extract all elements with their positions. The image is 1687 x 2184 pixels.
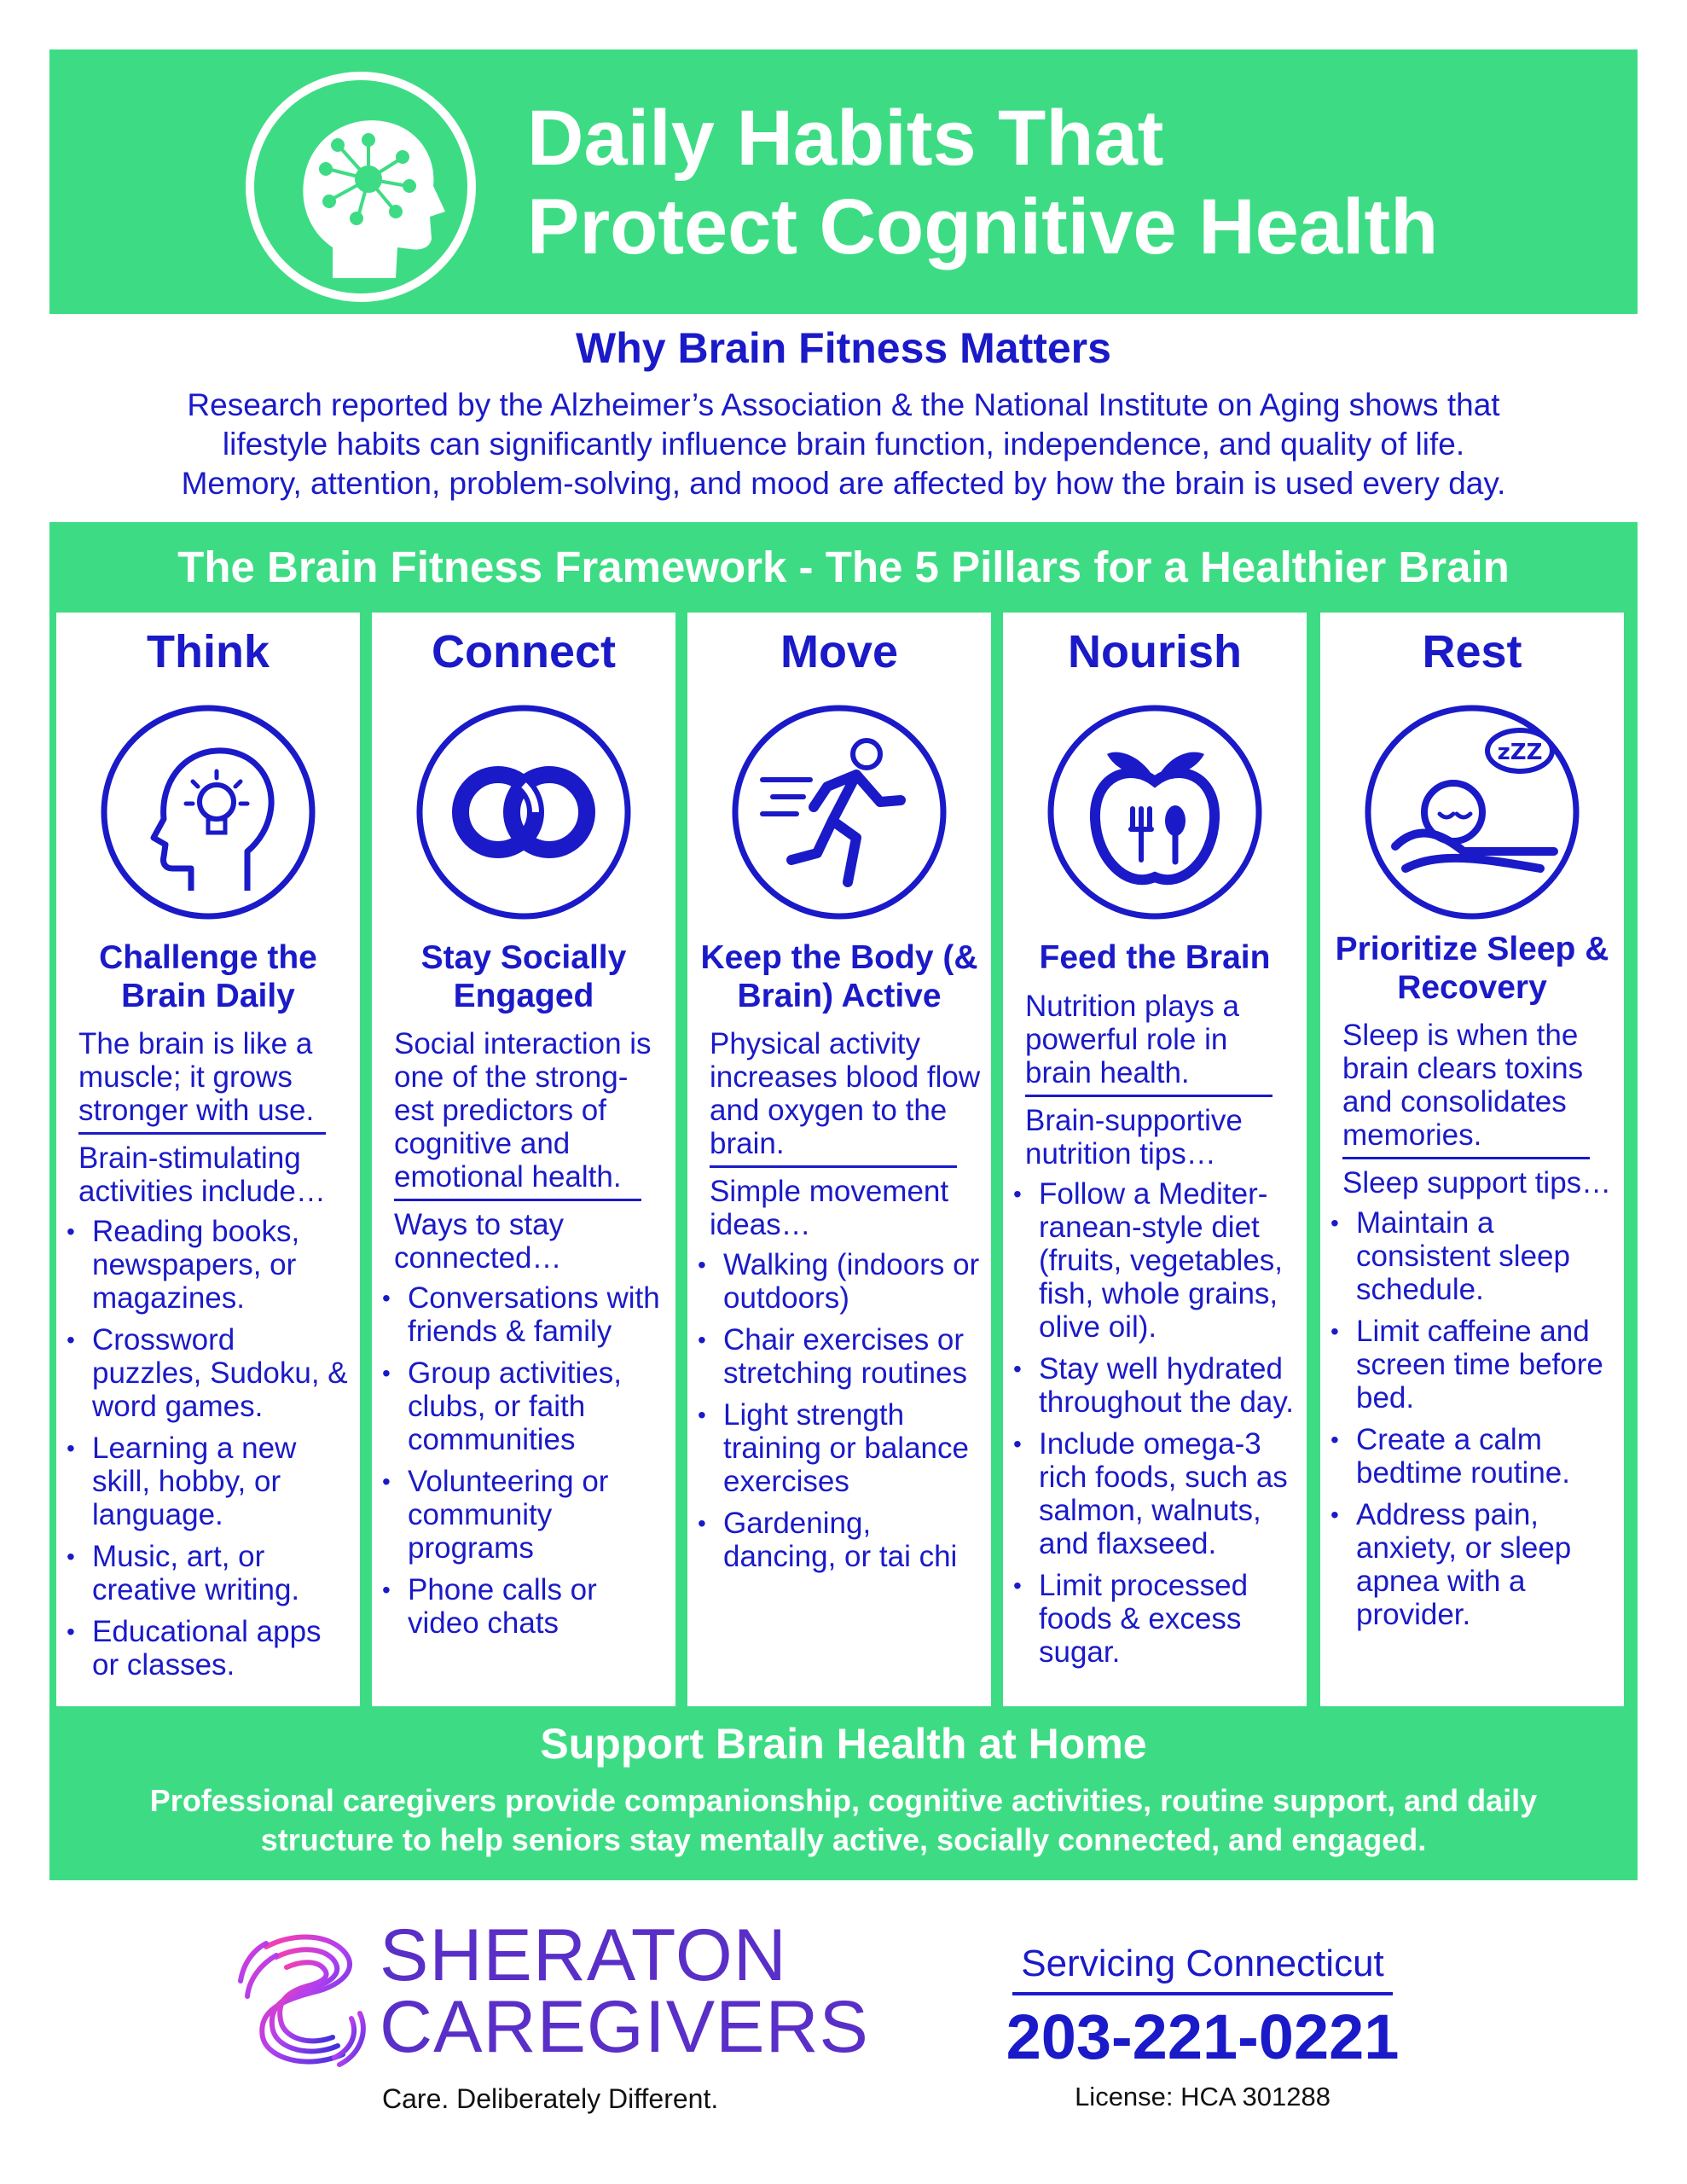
divider: [394, 1199, 641, 1201]
pillar-intro: Nutrition plays a powerful role in brain…: [1025, 990, 1239, 1089]
license-text: License: HCA 301288: [1075, 2082, 1330, 2111]
pillar-body: Nutrition plays a powerful role in brain…: [1013, 990, 1298, 1677]
list-item: Crossword puzzles, Sudoku, & word games.: [67, 1323, 351, 1423]
list-item: Conversations with friends & family: [382, 1281, 667, 1348]
header-banner: Daily Habits That Protect Cognitive Heal…: [49, 49, 1638, 314]
brain-head-icon: [246, 72, 476, 302]
brand-name-line1: SHERATON: [380, 1914, 787, 1996]
pillar-list: Conversations with friends & family Grou…: [382, 1281, 667, 1640]
list-item: Chair exercises or stretching routines: [698, 1323, 983, 1390]
pillar-nourish: Nourish Feed the Brain Nutrition plays a…: [1003, 613, 1307, 1706]
list-item: Phone calls or video chats: [382, 1573, 667, 1640]
pillar-name: Connect: [432, 626, 616, 677]
list-item: Address pain, anxiety, or sleep apnea wi…: [1330, 1498, 1615, 1631]
pillar-lead: Ways to stay connected…: [394, 1208, 565, 1275]
pillar-intro: The brain is like a muscle; it grows str…: [78, 1027, 315, 1127]
pillar-body: Physical activity increases blood flow a…: [698, 1027, 983, 1582]
page-title-line2: Protect Cognitive Health: [527, 183, 1439, 270]
pillar-subtitle: Stay Socially Engaged: [420, 939, 627, 1014]
list-item: Include omega-3 rich foods, such as salm…: [1013, 1427, 1298, 1560]
list-item: Learning a new skill, hobby, or language…: [67, 1432, 351, 1531]
apple-utensils-icon: [1044, 701, 1266, 923]
sleeping-person-icon: zZZ: [1361, 701, 1583, 923]
list-item: Light strength training or balance exerc…: [698, 1398, 983, 1498]
linked-rings-icon: [413, 701, 635, 923]
pillar-list: Walking (indoors or outdoors) Chair exer…: [698, 1248, 983, 1573]
divider: [1012, 1992, 1393, 1995]
pillar-list: Reading books, newspapers, or magazines.…: [67, 1215, 351, 1682]
list-item: Volunteering or community programs: [382, 1465, 667, 1565]
list-item: Limit processed foods & excess sugar.: [1013, 1569, 1298, 1669]
divider: [1342, 1157, 1590, 1159]
pillar-body: Sleep is when the brain clears toxins an…: [1330, 1019, 1615, 1640]
list-item: Gardening, dancing, or tai chi: [698, 1507, 983, 1573]
framework-panel: The Brain Fitness Framework - The 5 Pill…: [49, 522, 1638, 1880]
pillar-lead: Brain-stimulating activities include…: [78, 1141, 326, 1208]
pillar-name: Think: [147, 626, 270, 677]
pillar-connect: Connect Stay Socially Engaged Social int…: [372, 613, 675, 1706]
why-line-1: Research reported by the Alzheimer’s Ass…: [187, 387, 1500, 422]
divider: [1025, 1095, 1272, 1097]
why-line-2: lifestyle habits can significantly influ…: [222, 427, 1465, 462]
pillar-rest: Rest zZZ Prioritize Sleep & Recovery Sle…: [1320, 613, 1624, 1706]
list-item: Group activities, clubs, or faith commun…: [382, 1356, 667, 1456]
sleep-bubble-text: zZZ: [1498, 740, 1543, 765]
support-line-2: structure to help seniors stay mentally …: [260, 1822, 1427, 1857]
service-area: Servicing Connecticut: [1021, 1943, 1384, 1984]
pillar-lead: Sleep support tips…: [1342, 1166, 1612, 1199]
list-item: Educational apps or classes.: [67, 1615, 351, 1682]
list-item: Create a calm bedtime routine.: [1330, 1423, 1615, 1490]
sheraton-s-logo-icon: [232, 1930, 377, 2073]
pillar-list: Follow a Mediter-ranean-style diet (frui…: [1013, 1177, 1298, 1669]
framework-title: The Brain Fitness Framework - The 5 Pill…: [177, 543, 1510, 591]
lightbulb-head-icon: [97, 701, 319, 923]
phone-number[interactable]: 203-221-0221: [1006, 2001, 1400, 2072]
brand-name-line2: CAREGIVERS: [380, 1986, 869, 2068]
pillar-body: Social interaction is one of the strong-…: [382, 1027, 667, 1648]
list-item: Music, art, or creative writing.: [67, 1540, 351, 1606]
pillar-body: The brain is like a muscle; it grows str…: [67, 1027, 351, 1690]
pillar-subtitle: Feed the Brain: [1039, 939, 1271, 976]
list-item: Walking (indoors or outdoors): [698, 1248, 983, 1315]
page-title: Daily Habits That Protect Cognitive Heal…: [527, 94, 1636, 271]
divider: [710, 1165, 957, 1168]
pillar-lead: Brain-supportive nutrition tips…: [1025, 1104, 1243, 1170]
list-item: Reading books, newspapers, or magazines.: [67, 1215, 351, 1315]
support-body: Professional caregivers provide companio…: [84, 1781, 1603, 1860]
list-item: Follow a Mediter-ranean-style diet (frui…: [1013, 1177, 1298, 1344]
pillar-lead: Simple movement ideas…: [710, 1175, 949, 1241]
pillar-intro: Sleep is when the brain clears toxins an…: [1342, 1019, 1584, 1152]
divider: [78, 1132, 326, 1135]
pillar-name: Move: [780, 626, 899, 677]
pillar-subtitle: Challenge the Brain Daily: [99, 939, 317, 1014]
pillar-subtitle: Keep the Body (& Brain) Active: [700, 939, 978, 1014]
pillar-list: Maintain a consistent sleep schedule. Li…: [1330, 1206, 1615, 1631]
page-title-line1: Daily Habits That: [527, 95, 1164, 182]
pillar-name: Nourish: [1067, 626, 1242, 677]
support-title: Support Brain Health at Home: [540, 1720, 1147, 1768]
running-person-icon: [728, 701, 950, 923]
list-item: Limit caffeine and screen time before be…: [1330, 1315, 1615, 1414]
pillar-think: Think Challenge the Brain Daily The brai…: [56, 613, 360, 1706]
list-item: Maintain a consistent sleep schedule.: [1330, 1206, 1615, 1306]
pillar-move: Move Keep the Body (& Brain) Active Phys…: [687, 613, 991, 1706]
brand-name: SHERATON CAREGIVERS: [380, 1914, 869, 2068]
pillar-intro: Physical activity increases blood flow a…: [710, 1027, 981, 1160]
pillar-subtitle: Prioritize Sleep & Recovery: [1335, 931, 1609, 1006]
why-section-title: Why Brain Fitness Matters: [576, 324, 1111, 372]
brand-tagline: Care. Deliberately Different.: [382, 2083, 719, 2114]
list-item: Stay well hydrated throughout the day.: [1013, 1352, 1298, 1419]
why-line-3: Memory, attention, problem-solving, and …: [181, 466, 1506, 501]
pillar-name: Rest: [1422, 626, 1522, 677]
why-section-body: Research reported by the Alzheimer’s Ass…: [85, 386, 1602, 503]
support-line-1: Professional caregivers provide companio…: [149, 1783, 1538, 1818]
pillar-intro: Social interaction is one of the strong-…: [394, 1027, 652, 1194]
